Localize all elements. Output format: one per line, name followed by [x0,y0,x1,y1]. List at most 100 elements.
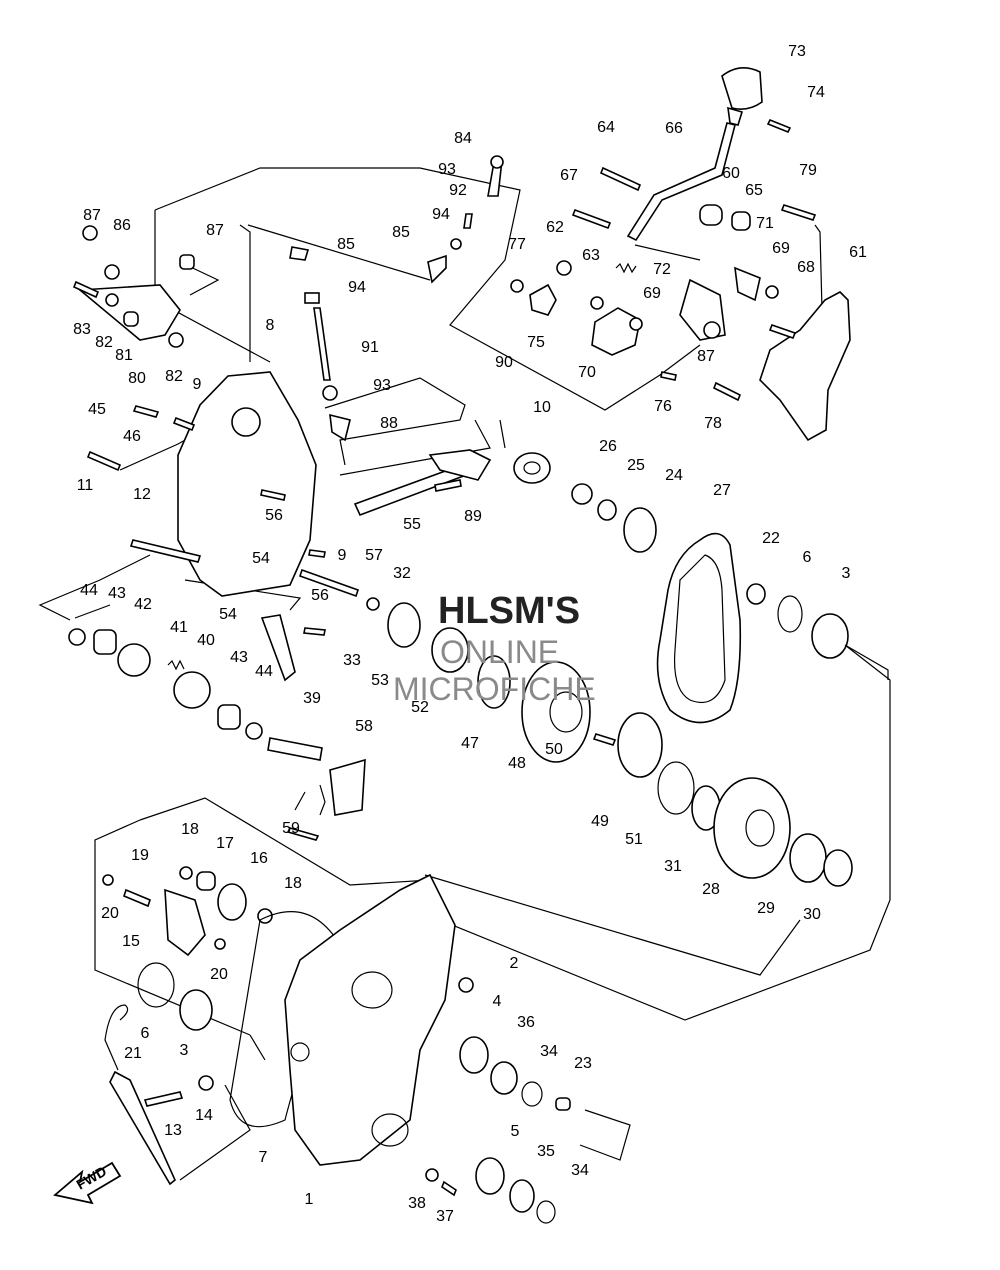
part-number-label: 31 [664,858,682,875]
spring-part-41 [167,659,185,671]
part-number-label: 69 [643,285,661,302]
bolt-part-89 [434,479,462,492]
part-number-label: 69 [772,240,790,257]
part-number-label: 67 [560,167,578,184]
plate-part-75 [529,283,557,316]
part-number-label: 17 [216,835,234,852]
part-number-label: 39 [303,690,321,707]
part-number-label: 85 [337,236,355,253]
part-number-label: 11 [77,477,94,494]
part-number-label: 19 [131,847,149,864]
part-number-label: 18 [181,821,199,838]
lever-part-55 [428,449,492,481]
part-number-label: 56 [265,507,283,524]
part-number-label: 84 [454,130,472,147]
part-number-label: 93 [438,161,456,178]
part-number-label: 13 [164,1122,182,1139]
sprocket-part-48 [521,661,591,763]
part-number-label: 5 [511,1123,520,1140]
part-number-label: 92 [449,182,467,199]
watermark-line3: MICROFICHE [393,671,596,707]
bracket-part-61 [759,291,851,442]
part-number-label: 43 [108,585,126,602]
part-number-label: 59 [282,820,300,837]
part-number-label: 14 [195,1107,213,1124]
part-number-label: 3 [842,565,851,582]
part-number-label: 88 [380,415,398,432]
ring-part-62 [556,260,572,276]
pin-part-74 [766,118,792,134]
bolt-part-59 [286,827,320,841]
cover-seal-ring [231,407,261,437]
gear-hub-28 [745,809,775,847]
part-number-label: 44 [80,582,98,599]
part-number-label: 18 [284,875,302,892]
part-number-label: 33 [343,652,361,669]
part-number-label: 79 [799,162,817,179]
watermark-line2: ONLINE [440,634,559,670]
small-parts-left-top [72,225,195,348]
part-number-label: 21 [124,1045,142,1062]
part-number-label: 49 [591,813,609,830]
part-number-label: 32 [393,565,411,582]
part-number-label: 6 [141,1025,150,1042]
part-number-label: 16 [250,850,268,867]
watermark-line1: HLSM'S [438,590,580,632]
part-number-label: 2 [510,955,519,972]
part-number-label: 82 [165,368,183,385]
part-number-label: 1 [305,1191,314,1208]
chain-inner-27 [673,554,726,704]
part-number-label: 27 [713,482,731,499]
part-number-label: 94 [432,206,450,223]
grouping-lines [38,167,891,1181]
part-number-label: 38 [408,1195,426,1212]
spring-part-72 [615,262,637,274]
part-number-label: 91 [361,339,379,356]
part-number-label: 37 [436,1208,454,1225]
part-number-label: 54 [252,550,270,567]
shift-lever-part [626,122,736,242]
washer-part-44a [68,628,86,646]
part-number-label: 42 [134,596,152,613]
part-number-label: 41 [170,619,188,636]
shift-bracket-parts [679,204,761,341]
seal-part-53 [387,602,421,648]
small-nut-parts [510,279,779,331]
part-number-label: 25 [627,457,645,474]
case-part-1 [284,873,456,1166]
part-number-label: 65 [745,182,763,199]
part-number-label: 82 [95,334,113,351]
part-number-label: 10 [533,399,551,416]
part-number-label: 74 [807,84,825,101]
part-number-label: 68 [797,259,815,276]
part-number-label: 93 [373,377,391,394]
bearing-leader-3a [844,644,889,680]
gear-part-42 [117,643,151,677]
shift-knob-part [721,67,763,126]
gear-part-28 [713,777,791,879]
bolt-parts-left [86,405,360,636]
shaft-part-39 [267,737,323,761]
part-number-label: 54 [219,606,237,623]
part-number-label: 89 [464,508,482,525]
part-number-label: 66 [665,120,683,137]
rod-linkage-parts [289,155,504,442]
bolt-part-50 [592,733,617,746]
part-number-label: 3 [180,1042,189,1059]
lower-left-small-parts [102,866,273,1186]
cam-part-49 [617,712,663,778]
part-number-label: 75 [527,334,545,351]
part-number-label: 45 [88,401,106,418]
part-number-label: 60 [722,165,740,182]
part-number-label: 36 [517,1014,535,1031]
hub-part-47 [477,655,511,709]
part-number-label: 29 [757,900,775,917]
spacer-part-26 [571,483,593,505]
part-number-label: 52 [411,699,429,716]
part-number-label: 87 [83,207,101,224]
part-number-label: 20 [101,905,119,922]
case-bore-lower [371,1113,409,1147]
